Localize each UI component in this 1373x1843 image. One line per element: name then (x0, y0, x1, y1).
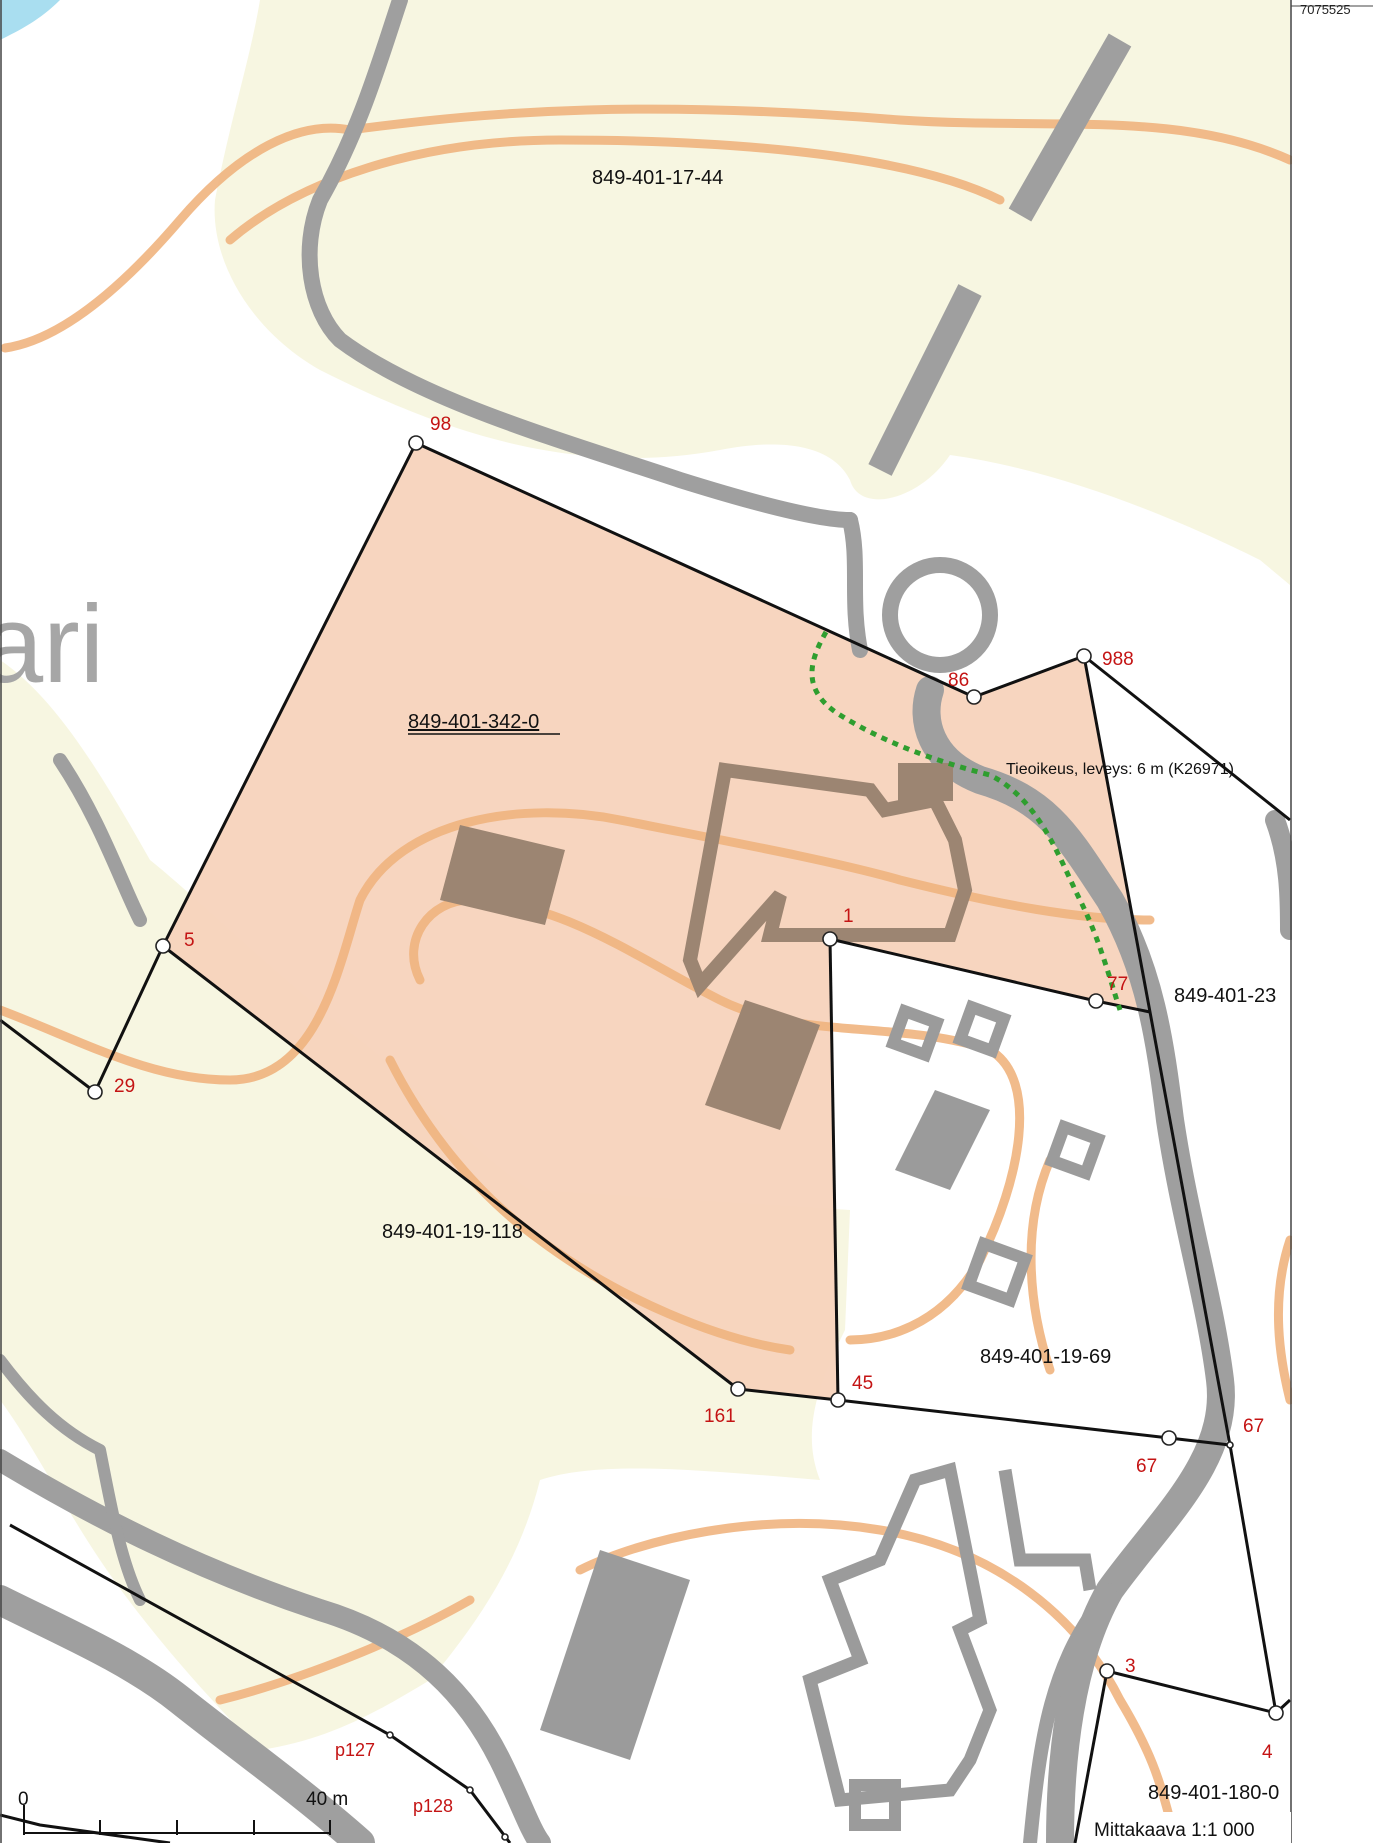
boundary-line (1082, 655, 1278, 1714)
boundary-line (161, 442, 418, 947)
point-label-p127: p127 (335, 1740, 375, 1760)
map-right-margin (1292, 0, 1373, 1843)
water-area (0, 0, 60, 40)
parcel-label-342-0: 849-401-342-0 (408, 711, 539, 733)
marker-67 (1161, 1430, 1177, 1446)
boundary-line (828, 938, 840, 1401)
building-grey (895, 1090, 990, 1190)
parcel-label-19-118: 849-401-19-118 (382, 1221, 523, 1243)
building-square (898, 763, 953, 801)
marker-86 (966, 689, 982, 705)
scale-bar-end-label: 40 m (306, 1789, 348, 1810)
marker-p127 (386, 1731, 394, 1739)
coordinate-label-top: 7075525 (1300, 2, 1351, 17)
building-outline (682, 762, 973, 999)
point-label-77: 77 (1107, 974, 1128, 995)
marker-1 (822, 931, 838, 947)
boundary-line (0, 1018, 96, 1094)
boundary-line (1083, 654, 1291, 822)
point-label-1: 1 (843, 906, 854, 927)
map-place-name: ari (0, 583, 104, 706)
point-label-p128: p128 (413, 1796, 453, 1816)
marker-3 (1099, 1663, 1115, 1679)
building-small (1044, 1119, 1106, 1181)
boundary-line (93, 945, 165, 1093)
road-right-note: Tieoikeus, leveys: 6 m (K26971) (1006, 761, 1234, 778)
parcel-labels: 849-401-17-44 849-401-342-0 849-401-23 8… (382, 167, 1279, 1804)
point-label-67-lower: 67 (1136, 1456, 1157, 1477)
scale-bar-start-label: 0 (18, 1789, 29, 1810)
marker-29 (87, 1084, 103, 1100)
point-label-161: 161 (704, 1406, 736, 1427)
marker-4 (1268, 1705, 1284, 1721)
boundary-line (1073, 1670, 1109, 1843)
highlighted-parcel-area (163, 443, 1150, 1400)
parcel-label-180: 849-401-180-0 (1148, 1782, 1279, 1804)
power-line-segments (868, 33, 1132, 476)
building-dark (705, 1000, 820, 1130)
point-label-4: 4 (1262, 1742, 1273, 1763)
marker-5 (155, 938, 171, 954)
building-small (849, 1779, 901, 1831)
boundary-markers (87, 435, 1284, 1841)
parcel-label-19-69: 849-401-19-69 (980, 1346, 1111, 1368)
map-scale-text: Mittakaava 1:1 000 (1094, 1820, 1255, 1841)
buildings (440, 762, 1106, 1831)
boundary-line (0, 1813, 171, 1843)
marker-p128 (466, 1786, 474, 1794)
point-label-5: 5 (184, 930, 195, 951)
marker-45 (830, 1392, 846, 1408)
point-label-45: 45 (852, 1373, 873, 1394)
point-label-98: 98 (430, 414, 451, 435)
building-small (952, 999, 1012, 1059)
parcel-label-17-44: 849-401-17-44 (592, 167, 723, 189)
marker-67-small (1226, 1441, 1234, 1449)
point-label-67-upper: 67 (1243, 1416, 1264, 1437)
marker-77 (1088, 993, 1104, 1009)
roundabout (882, 557, 998, 673)
point-labels: 98 86 988 5 29 1 77 161 45 67 67 3 4 p12… (114, 414, 1273, 1816)
parcel-label-23: 849-401-23 (1174, 985, 1276, 1007)
building-small (885, 1003, 945, 1063)
building-small (961, 1236, 1033, 1308)
boundary-line (9, 1523, 512, 1843)
road-right-line (809, 630, 1123, 1011)
building-grey (540, 1550, 690, 1760)
point-label-3: 3 (1125, 1656, 1136, 1677)
scale-text-box (1088, 1812, 1291, 1843)
building-outline (802, 1461, 997, 1807)
scale-bar (23, 1805, 331, 1835)
marker-161 (730, 1381, 746, 1397)
marker-p129 (501, 1833, 509, 1841)
building-outline (998, 1468, 1097, 1592)
marker-98 (408, 435, 424, 451)
point-label-86: 86 (948, 670, 969, 691)
marker-988 (1076, 648, 1092, 664)
point-label-988: 988 (1102, 649, 1134, 670)
building-dark (440, 825, 565, 925)
point-label-29: 29 (114, 1076, 135, 1097)
